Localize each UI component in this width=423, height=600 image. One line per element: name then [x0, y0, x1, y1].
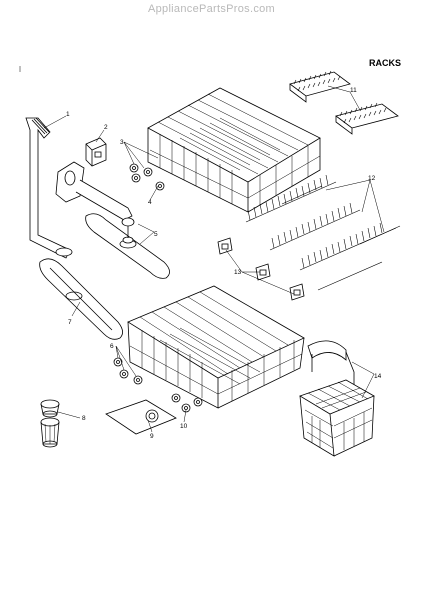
upper-spray-arm-part — [85, 213, 170, 279]
callout-10: 10 — [180, 423, 188, 430]
tine-rows-part — [289, 70, 399, 135]
lower-rack-part — [113, 285, 305, 413]
filter-part — [40, 399, 60, 448]
callout-2: 2 — [104, 124, 108, 131]
watermark: AppliancePartsPros.com — [147, 3, 276, 15]
callout-8: 8 — [82, 415, 86, 422]
callout-labels: 1 2 3 4 5 6 7 8 9 10 11 12 13 14 — [66, 87, 382, 440]
callout-4: 4 — [148, 199, 152, 206]
section-title: RACKS — [369, 58, 402, 68]
callout-3: 3 — [120, 139, 124, 146]
callout-5: 5 — [154, 231, 158, 238]
callout-14: 14 — [374, 373, 382, 380]
upper-rack-part — [129, 87, 321, 213]
rack-clip-parts — [217, 237, 305, 301]
spray-tube-part — [25, 117, 73, 259]
valve-block-part — [85, 137, 107, 167]
callout-12: 12 — [368, 175, 376, 182]
wire-tine-strips-part — [245, 174, 401, 291]
callout-11: 11 — [350, 87, 357, 94]
silverware-basket-part — [299, 340, 375, 457]
cover-plate-part — [105, 399, 177, 435]
callout-7: 7 — [68, 319, 72, 326]
callout-13: 13 — [234, 269, 242, 276]
callout-9: 9 — [150, 433, 154, 440]
callout-1: 1 — [66, 111, 70, 118]
lower-spray-arm-part — [39, 258, 123, 340]
leader-lines — [43, 85, 385, 433]
callout-6: 6 — [110, 343, 114, 350]
arm-support-part — [55, 161, 133, 221]
